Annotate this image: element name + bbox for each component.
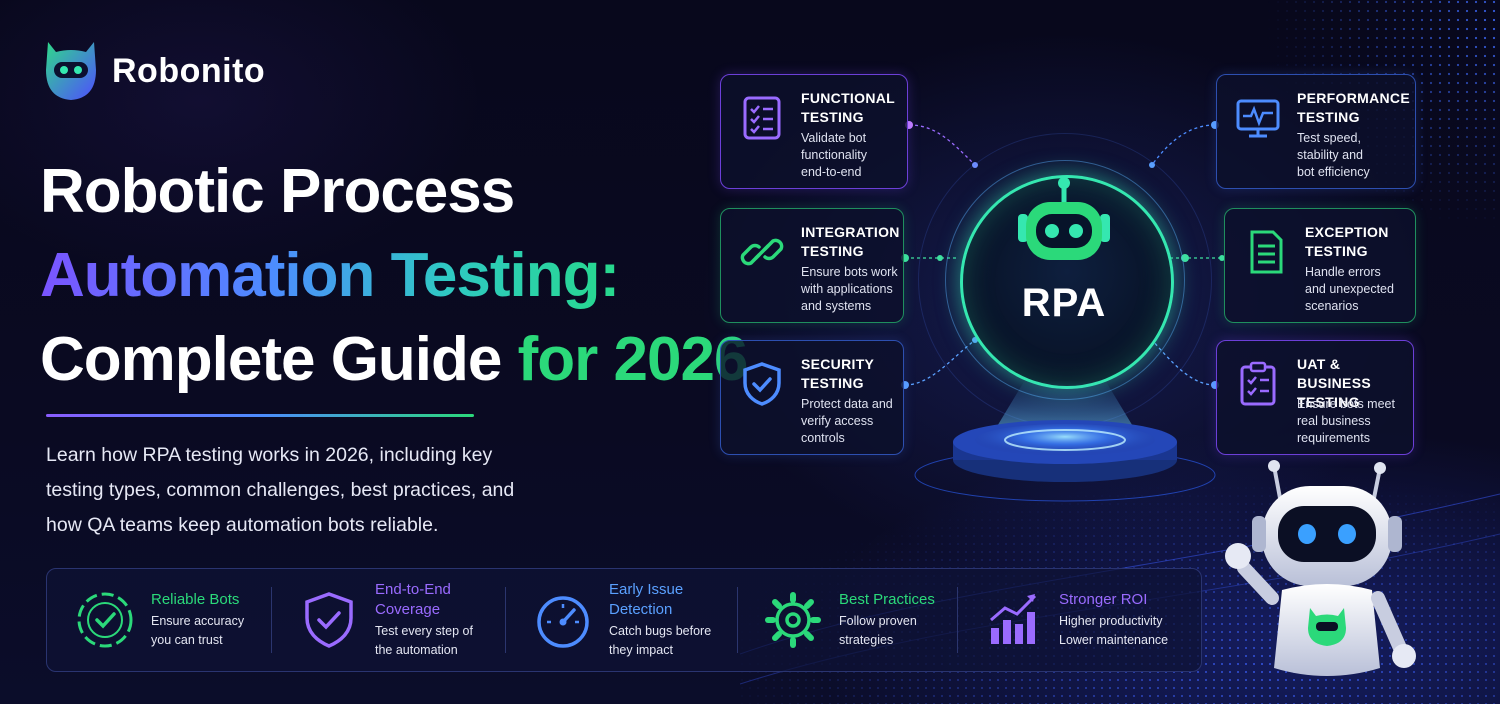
gear-icon (765, 592, 821, 648)
benefit-title: Best Practices (839, 591, 935, 608)
brand-name: Robonito (112, 51, 266, 90)
page-title: Robotic Process Automation Testing: Comp… (40, 150, 749, 402)
divider (737, 587, 738, 653)
divider (271, 587, 272, 653)
brand[interactable]: Robonito (42, 38, 265, 104)
divider (957, 587, 958, 653)
robot-head-icon (1018, 177, 1110, 260)
link-icon (740, 238, 784, 266)
divider (505, 587, 506, 653)
benefit-title: Reliable Bots (151, 591, 240, 608)
title-year: for 2026 (501, 325, 749, 394)
clipboard-check-icon (1240, 361, 1276, 406)
title-line-3: Complete Guide (40, 325, 502, 394)
shield-check-icon (743, 362, 781, 406)
hub-label: RPA (1021, 281, 1107, 325)
title-divider (46, 414, 474, 417)
document-icon (1250, 230, 1283, 274)
robonito-logo-icon (46, 42, 96, 100)
monitor-pulse-icon (1236, 99, 1280, 138)
checklist-icon (743, 96, 781, 140)
title-line-2: Automation Testing: (40, 241, 620, 310)
check-ring-icon (77, 592, 133, 648)
benefit-title: Stronger ROI (1059, 591, 1148, 608)
description: Learn how RPA testing works in 2026, inc… (46, 444, 515, 536)
gauge-icon (537, 596, 589, 648)
pedestal-graphic (914, 380, 1216, 502)
title-line-1: Robotic Process (40, 157, 515, 226)
chart-up-icon (990, 594, 1037, 644)
shield-check-icon (305, 592, 353, 648)
robot-mascot-icon (1225, 460, 1416, 676)
